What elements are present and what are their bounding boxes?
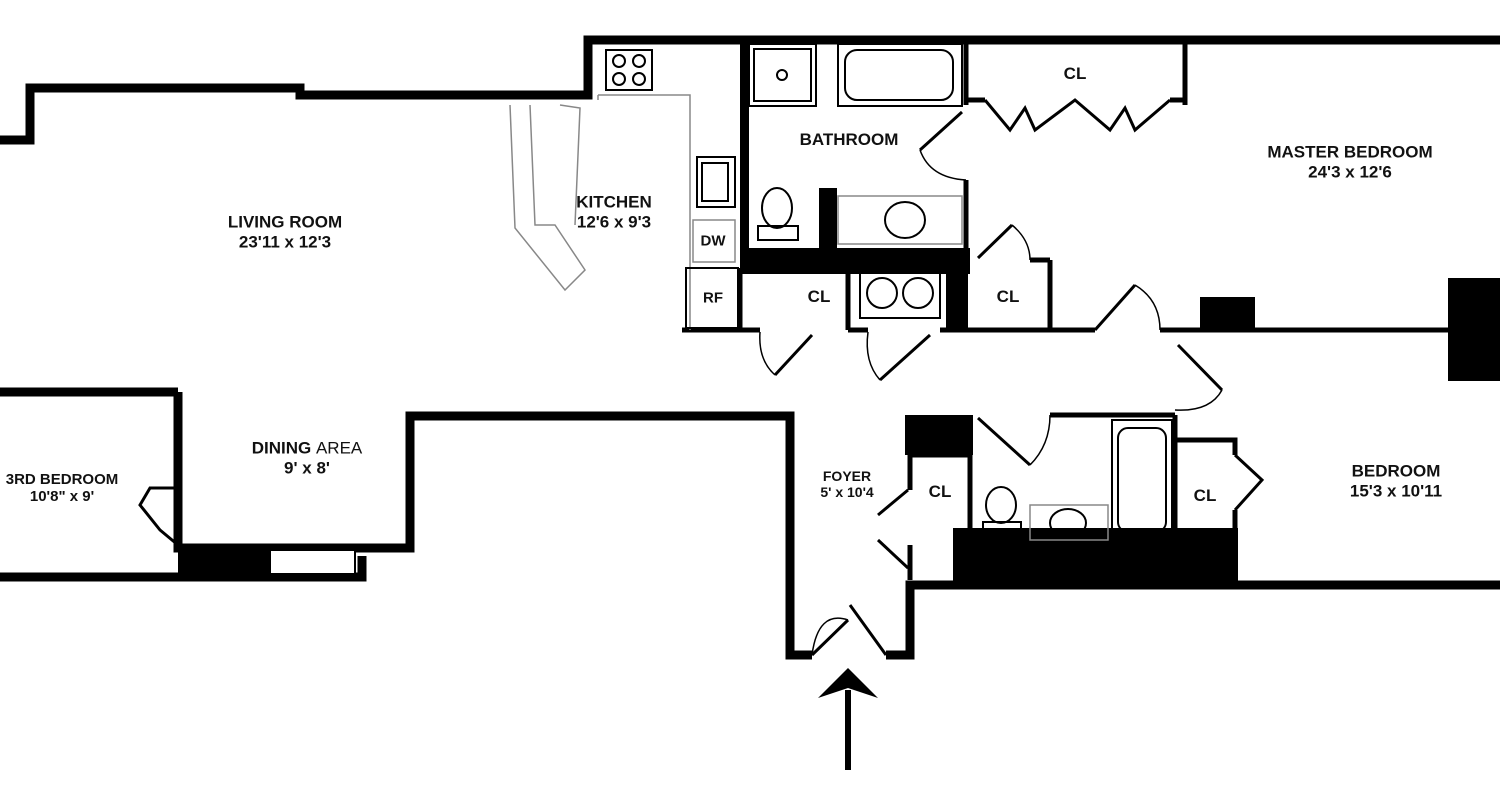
bathroom-label: BATHROOM <box>800 130 899 150</box>
bedroom-door-arc <box>1174 389 1223 411</box>
bedroom-door <box>1176 343 1224 392</box>
hall-cl2-door <box>878 333 932 382</box>
cl3-door <box>976 223 1014 260</box>
kitchen-counters <box>509 94 739 330</box>
bath2-sink <box>1049 508 1087 538</box>
shower-icon <box>748 43 817 107</box>
foyer-wall-block <box>905 415 973 455</box>
foyer-cl-box <box>910 452 973 580</box>
foyer-east-wall <box>886 580 1500 660</box>
toilet-icon <box>757 187 799 241</box>
foyer-dims: 5' x 10'4 <box>820 484 874 500</box>
dining-area-dims: 9' x 8' <box>284 458 330 477</box>
entry-door-leaf-left <box>810 618 850 657</box>
foyer-cl-door <box>877 488 909 517</box>
foyer-cl-door-2 <box>876 538 910 570</box>
column-dining <box>178 548 270 578</box>
third-bedroom-dims: 10'8" x 9' <box>29 488 95 505</box>
solid-blocks <box>178 40 1500 586</box>
living-room-label: LIVING ROOM 23'11 x 12'3 <box>228 212 342 251</box>
bath-wall-block <box>740 40 749 268</box>
hall-cl1-door <box>773 333 814 377</box>
living-room-name: LIVING ROOM <box>227 212 343 232</box>
closet-hall-1-label: CL <box>807 287 831 307</box>
bath2-fixtures <box>982 419 1173 541</box>
hall-cl1-arc <box>759 331 776 376</box>
living-room-dims: 23'11 x 12'3 <box>238 232 332 251</box>
bathtub-icon <box>837 43 963 107</box>
master-bifold-doors <box>983 98 1171 133</box>
bath2-tub <box>1111 419 1173 541</box>
kitchen-sink-icon <box>696 156 736 208</box>
master-bedroom-name: MASTER BEDROOM <box>1267 142 1433 162</box>
entry-door-arc <box>811 617 849 656</box>
kitchen-name: KITCHEN <box>576 192 652 212</box>
column-master <box>1200 297 1255 330</box>
cl3-arc <box>1011 224 1031 261</box>
south-chase <box>953 528 1238 586</box>
third-bedroom-south <box>0 556 367 582</box>
stove-icon <box>605 49 653 91</box>
dining-area-label: DINING AREA 9' x 8' <box>252 438 363 477</box>
kitchen-dims: 12'6 x 9'3 <box>576 212 652 231</box>
north-wall <box>0 35 1500 145</box>
kitchen-label: KITCHEN 12'6 x 9'3 <box>576 192 652 231</box>
bath2-arc <box>1029 414 1051 466</box>
foyer-name: FOYER <box>822 467 872 484</box>
interior-walls <box>682 40 1450 655</box>
master-bedroom-dims: 24'3 x 12'6 <box>1308 162 1392 181</box>
bedroom-cl-door <box>1233 453 1265 512</box>
doors <box>759 98 1265 657</box>
peninsula-2 <box>559 104 581 226</box>
dining-window <box>269 549 356 575</box>
dining-area-name-1: DINING <box>251 438 312 458</box>
closet-hall-2-label: CL <box>996 287 1020 307</box>
closet-foyer-label: CL <box>928 482 952 502</box>
bedroom-label: BEDROOM 15'3 x 10'11 <box>1350 461 1442 500</box>
master-door <box>1093 284 1137 331</box>
bath-chase <box>819 188 837 248</box>
column-east <box>1448 278 1500 381</box>
foyer-label: FOYER 5' x 10'4 <box>820 468 873 500</box>
dishwasher-box <box>692 219 736 263</box>
third-bedroom-door <box>138 486 179 547</box>
bath2-tub-inner <box>1117 427 1167 533</box>
bedroom-dims: 15'3 x 10'11 <box>1349 481 1443 500</box>
bath2-toilet-bowl <box>985 486 1017 524</box>
dining-area-name-2: AREA <box>315 438 363 458</box>
refrigerator-box <box>685 267 739 329</box>
entry-arrow-icon <box>818 668 878 770</box>
bath2-door <box>976 416 1032 467</box>
dishwasher-label: DW <box>700 232 726 250</box>
third-bedroom-name: 3RD BEDROOM <box>5 470 119 488</box>
bedroom-cl-wall <box>1175 437 1238 455</box>
double-sink-icon <box>859 267 941 319</box>
bath-door <box>918 110 964 152</box>
closet-bedroom-label: CL <box>1193 486 1217 506</box>
bath-floor-block <box>740 248 970 274</box>
hall-wall-block <box>946 262 968 332</box>
bath-door-arc <box>919 149 967 181</box>
hall-cl2-arc <box>866 331 881 381</box>
peninsula <box>509 104 586 292</box>
master-door-arc <box>1134 284 1161 331</box>
bath2-vanity <box>1029 504 1109 541</box>
bathroom-name: BATHROOM <box>799 130 899 150</box>
third-bedroom-label: 3RD BEDROOM 10'8" x 9' <box>6 471 119 506</box>
counter-north <box>598 94 691 330</box>
dining-south-wall <box>173 392 812 660</box>
master-bedroom-label: MASTER BEDROOM 24'3 x 12'6 <box>1267 142 1432 181</box>
bath-sink-icon <box>837 195 963 245</box>
closet-master-label: CL <box>1063 64 1087 84</box>
refrigerator-label: RF <box>703 289 723 307</box>
entry-door-leaf-right <box>848 604 888 656</box>
bedroom-name: BEDROOM <box>1351 461 1441 481</box>
